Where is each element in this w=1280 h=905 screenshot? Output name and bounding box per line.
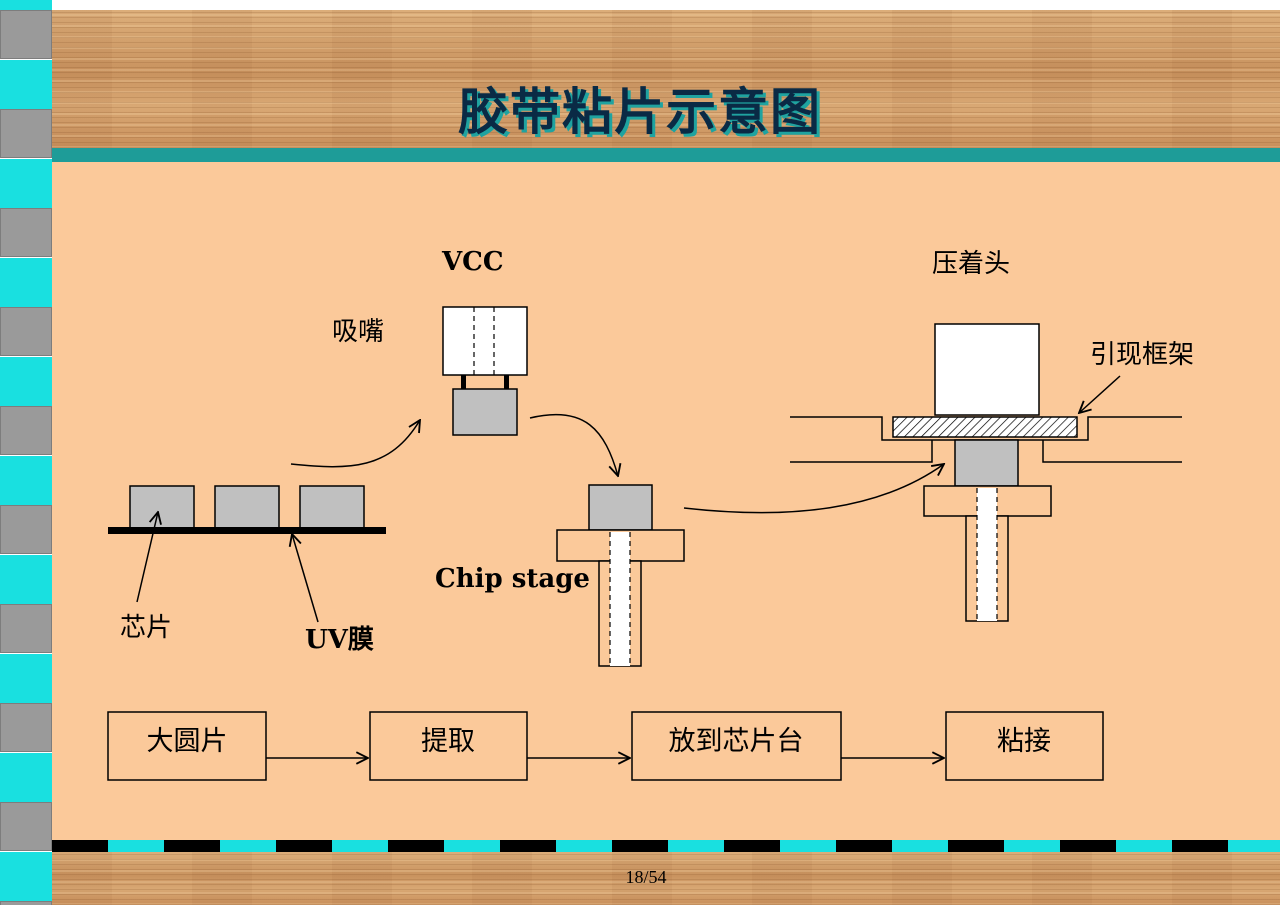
band-segment: [444, 840, 500, 852]
band-segment: [668, 840, 724, 852]
bond-assembly: [790, 323, 1182, 622]
arrow-nozzle-to-stage: [529, 413, 618, 476]
label-chip-stage: Chip stage: [435, 564, 590, 594]
band-segment: [276, 840, 332, 852]
uv-film-pointer-arrow: [292, 534, 319, 623]
lead-frame-pointer-arrow: [1079, 375, 1121, 413]
wafer-chip-1: [129, 485, 195, 529]
band-segment: [724, 840, 780, 852]
arrow-wafer-to-nozzle: [290, 420, 420, 468]
left-checker-strip: [0, 0, 52, 905]
flow-box-pickup: [369, 711, 528, 781]
teal-divider-band: [52, 148, 1280, 162]
strip-square: [0, 703, 52, 752]
wafer-chip-3: [299, 485, 365, 529]
band-segment: [500, 840, 556, 852]
band-segment: [1172, 840, 1228, 852]
flow-box-wafer: [107, 711, 267, 781]
band-segment: [612, 840, 668, 852]
picked-chip: [452, 388, 518, 436]
strip-square: [0, 752, 52, 802]
band-segment: [1228, 840, 1280, 852]
strip-square: [0, 455, 52, 505]
bottom-checker-band: [52, 840, 1280, 852]
strip-square: [0, 901, 52, 905]
bonded-chip: [954, 439, 1019, 487]
flow-sequence: 大圆片 提取 放到芯片台 粘接: [107, 711, 1104, 781]
band-segment: [948, 840, 1004, 852]
strip-square: [0, 505, 52, 554]
strip-square: [0, 0, 52, 10]
wood-footer-band: [52, 852, 1280, 905]
band-segment: [220, 840, 276, 852]
strip-square: [0, 356, 52, 406]
strip-square: [0, 851, 52, 901]
label-chip: 芯片: [120, 613, 172, 643]
band-segment: [556, 840, 612, 852]
strip-square: [0, 158, 52, 208]
wafer-chip-2: [214, 485, 280, 529]
lead-frame-bottom-line: [790, 440, 1182, 463]
band-segment: [52, 840, 108, 852]
strip-square: [0, 406, 52, 455]
band-segment: [164, 840, 220, 852]
label-uv-film: UV膜: [305, 625, 374, 655]
flow-step-2: 提取: [421, 726, 475, 757]
flow-box-bond: [945, 711, 1104, 781]
pickup-nozzle: [442, 306, 528, 436]
band-segment: [388, 840, 444, 852]
strip-square: [0, 208, 52, 257]
label-nozzle: 吸嘴: [332, 317, 384, 347]
wood-header-band: [52, 10, 1280, 148]
band-segment: [836, 840, 892, 852]
nozzle-body: [442, 306, 528, 376]
chip-stage: [556, 484, 685, 667]
band-segment: [1004, 840, 1060, 852]
uv-film-bar: [108, 527, 386, 534]
flow-box-place: [631, 711, 842, 781]
strip-square: [0, 109, 52, 158]
band-segment: [892, 840, 948, 852]
lead-frame-hatched: [892, 416, 1078, 438]
band-segment: [1116, 840, 1172, 852]
band-segment: [1060, 840, 1116, 852]
press-head-block: [934, 323, 1040, 416]
flow-step-4: 粘接: [997, 726, 1051, 757]
strip-square: [0, 307, 52, 356]
flow-step-3: 放到芯片台: [669, 726, 804, 757]
label-lead-frame: 引现框架: [1090, 340, 1194, 370]
label-press-head: 压着头: [932, 249, 1010, 279]
flow-step-1: 大圆片: [147, 726, 228, 757]
band-segment: [780, 840, 836, 852]
chip-pointer-arrow: [136, 512, 158, 603]
arrow-stage-to-bond: [683, 464, 944, 514]
wafer-group: [108, 485, 386, 534]
strip-square: [0, 554, 52, 604]
label-vcc: VCC: [441, 247, 504, 277]
stage-chip: [588, 484, 653, 531]
strip-square: [0, 604, 52, 653]
strip-square: [0, 59, 52, 109]
strip-square: [0, 10, 52, 59]
page-number: 18/54: [625, 867, 666, 887]
strip-square: [0, 802, 52, 851]
strip-square: [0, 653, 52, 703]
band-segment: [332, 840, 388, 852]
strip-square: [0, 257, 52, 307]
band-segment: [108, 840, 164, 852]
slide-title: 胶带粘片示意图: [458, 82, 822, 141]
